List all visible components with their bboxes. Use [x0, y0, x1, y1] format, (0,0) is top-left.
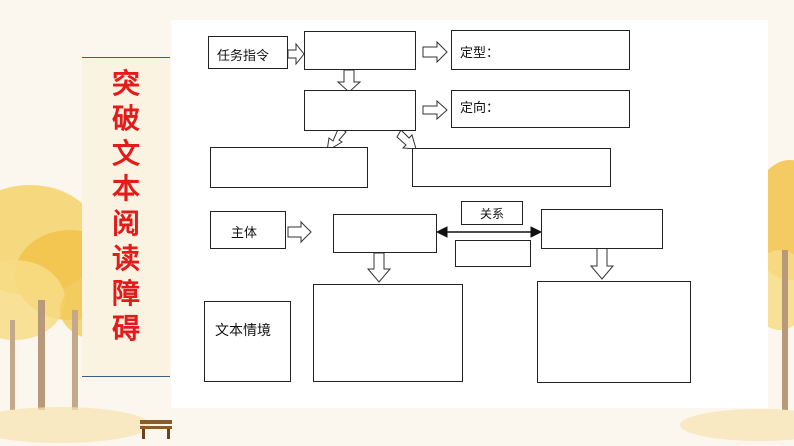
- hollow-arrow-down: [589, 247, 615, 280]
- relation-double-arrow: [435, 226, 543, 238]
- hollow-arrow-right: [287, 42, 305, 66]
- type-box: 定型：: [451, 30, 630, 70]
- hollow-arrow-right: [422, 99, 448, 121]
- diagram-arrows: [287, 40, 615, 283]
- context-left-box: [313, 284, 463, 382]
- relation-label-box: 关系: [461, 201, 523, 225]
- title-char: 破: [111, 102, 140, 135]
- hollow-arrow-right: [287, 220, 312, 244]
- title-char: 阅: [111, 207, 140, 240]
- context-right-box: [537, 281, 691, 383]
- vertical-title: 突 破 文 本 阅 读 障 碍: [82, 66, 170, 346]
- subject-left-box: [333, 214, 437, 253]
- branch-left-box: [210, 147, 368, 188]
- type-label: 定型：: [460, 46, 500, 61]
- middle-box: [304, 90, 416, 131]
- relation-label: 关系: [480, 207, 505, 221]
- title-char: 文: [111, 137, 140, 170]
- title-char: 障: [111, 277, 140, 310]
- hollow-arrow-down: [366, 252, 392, 283]
- branch-right-box: [412, 148, 611, 187]
- context-box: 文本情境: [204, 301, 291, 382]
- title-char: 突: [111, 67, 140, 100]
- subject-box: 主体: [210, 211, 286, 249]
- title-panel: 突 破 文 本 阅 读 障 碍: [82, 57, 170, 377]
- relation-value-box: [455, 240, 531, 267]
- task-instruction-box: 任务指令: [208, 36, 288, 69]
- task-instruction-label: 任务指令: [217, 49, 270, 64]
- task-input-box: [304, 31, 416, 70]
- hollow-arrow-down-right: [396, 129, 417, 150]
- title-char: 读: [111, 242, 140, 275]
- diagram-canvas: 任务指令 定型： 定向： 主体 关系 文本情境: [171, 20, 768, 408]
- subject-right-box: [541, 209, 663, 249]
- hollow-arrow-right: [422, 40, 448, 64]
- direction-box: 定向：: [451, 90, 630, 128]
- context-label: 文本情境: [215, 323, 271, 339]
- title-char: 本: [111, 172, 140, 205]
- title-char: 碍: [111, 312, 140, 345]
- direction-label: 定向：: [460, 101, 500, 116]
- subject-label: 主体: [231, 226, 258, 241]
- bench-illustration: [140, 420, 172, 439]
- hollow-arrow-down: [336, 69, 362, 93]
